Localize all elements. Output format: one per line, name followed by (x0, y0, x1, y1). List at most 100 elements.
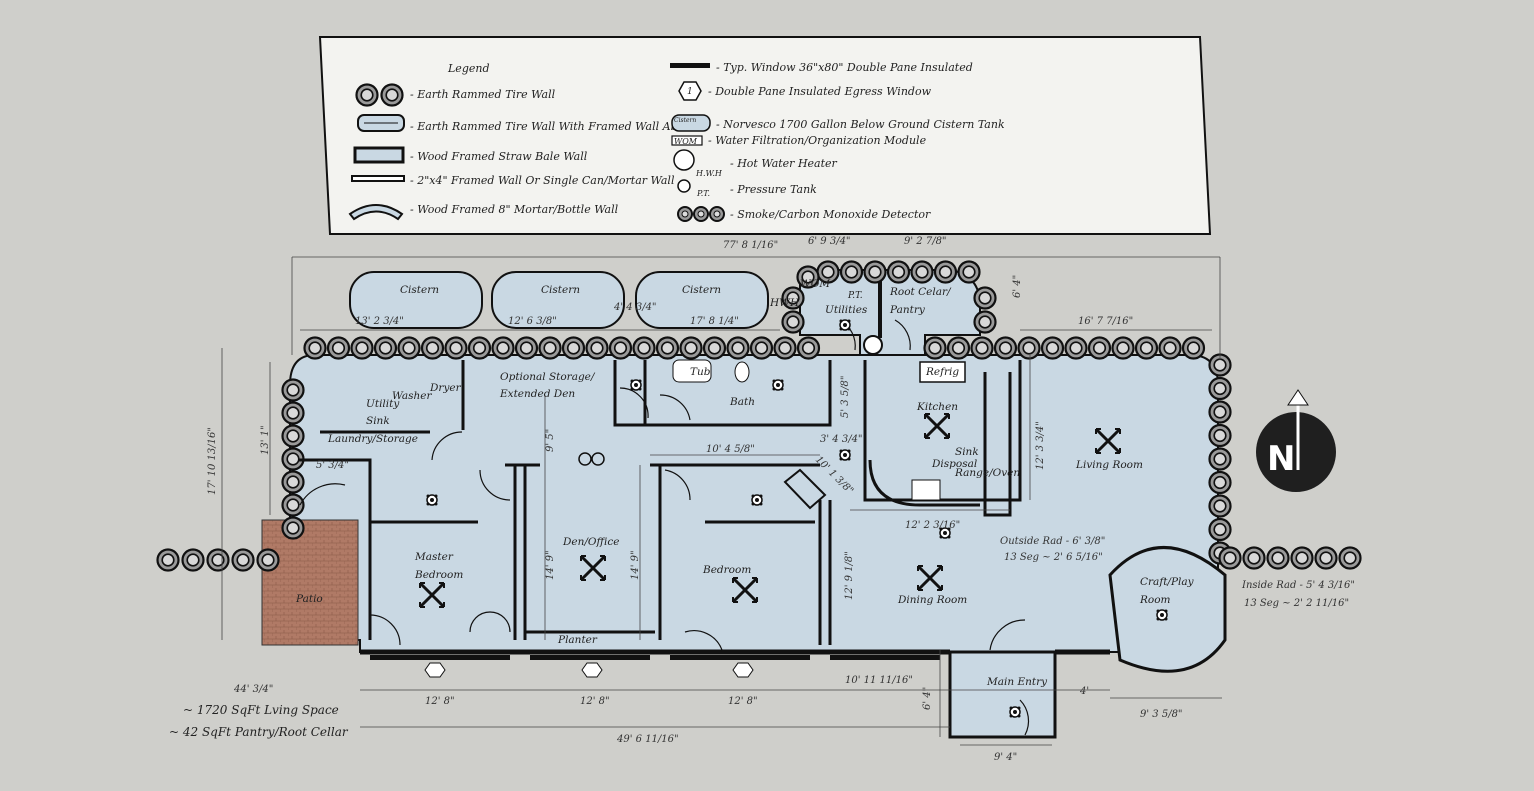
dim-cistern-3: 17' 8 1/4" (690, 316, 739, 327)
dim-inside-radius: Inside Rad - 5' 4 3/16" (1241, 580, 1355, 591)
legend-item-window: - Typ. Window 36"x80" Double Pane Insula… (716, 61, 973, 74)
dining-room-label: Dining Room (897, 594, 967, 606)
dim-utilities-width: 6' 9 3/4" (808, 236, 851, 247)
legend-item-smoke: - Smoke/Carbon Monoxide Detector (730, 208, 931, 221)
cistern-label: Cistern (400, 284, 439, 296)
tire-framed-swatch-icon (357, 114, 405, 132)
tire (933, 260, 958, 284)
dim-pantry-height: 6' 4" (1012, 275, 1023, 298)
legend-panel: Legend - Earth Rammed Tire Wall - Earth … (318, 36, 1212, 235)
dim-entry-offset: 10' 11 11/16" (845, 675, 913, 686)
bottle-wall-swatch-icon (348, 204, 404, 221)
tire (444, 336, 468, 360)
master-bedroom-label: Bedroom (414, 569, 463, 581)
compass-label: N (1267, 439, 1295, 479)
tire (910, 260, 934, 284)
tire (679, 336, 703, 360)
tire (281, 401, 305, 425)
smoke-detector-swatch-icon (677, 206, 725, 222)
legend-item-straw-bale: - Wood Framed Straw Bale Wall (410, 150, 588, 163)
room-labels: WOM HWH P.T. Utilities Root Celar/ Pantr… (295, 278, 1195, 688)
cistern-label: Cistern (682, 284, 721, 296)
tire (608, 336, 633, 360)
straw-bale-swatch-icon (353, 146, 405, 164)
svg-text:1: 1 (687, 87, 693, 97)
tire (181, 548, 205, 572)
dim-craft-width: 9' 3 5/8" (1140, 709, 1183, 720)
tire (231, 548, 255, 572)
hwh-label: HWH (769, 297, 800, 309)
legend-item-wom: - Water Filtration/Organization Module (708, 134, 927, 147)
tire (491, 336, 515, 360)
smoke-detectors (425, 318, 1169, 719)
dim-kitchen-width: 12' 2 3/16" (905, 520, 960, 531)
tire (923, 336, 947, 360)
craft-room-bay (1108, 546, 1227, 673)
living-room-label: Living Room (1075, 459, 1143, 471)
dim-cistern-gap: 4' 4 3/4" (613, 302, 657, 313)
tire (1314, 546, 1338, 570)
dim-patio-width: 44' 3/4" (233, 684, 273, 695)
living-space-note: ~ 1720 SqFt Lving Space (183, 703, 339, 717)
washer-label: Washer (392, 390, 433, 402)
dim-bath-height: 5' 3 5/8" (840, 375, 851, 418)
tire (1181, 336, 1206, 360)
dim-laundry-door: 5' 3/4" (316, 460, 349, 471)
legend-item-hwh: - Hot Water Heater (730, 157, 838, 170)
pt-label: P.T. (847, 291, 863, 301)
dryer-label: Dryer (429, 382, 462, 394)
refrig-label: Refrig (925, 366, 959, 378)
dim-living-width: 16' 7 7/16" (1078, 316, 1133, 327)
tire (281, 470, 305, 494)
tire (839, 260, 864, 284)
dim-master-height: 14' 9" (545, 550, 556, 580)
north-compass-icon: N (1256, 389, 1336, 492)
tire (1208, 470, 1232, 495)
tire (957, 260, 981, 284)
cistern-label: Cistern (541, 284, 580, 296)
dim-entry-width: 9' 4" (994, 752, 1017, 763)
tire (632, 336, 656, 360)
tire (1290, 546, 1314, 570)
patio-label: Patio (295, 593, 323, 605)
tire (993, 336, 1018, 360)
dim-pantry-width: 9' 2 7/8" (904, 236, 947, 247)
tire (326, 336, 351, 360)
dim-hall-width: 10' 4 5/8" (706, 444, 755, 455)
door-swings (299, 319, 1030, 736)
patio-paving (261, 519, 359, 646)
tire (781, 310, 805, 334)
dim-inside-segments: 13 Seg ~ 2' 2 11/16" (1244, 598, 1349, 609)
tire (303, 336, 327, 360)
legend-item-tire-framed: - Earth Rammed Tire Wall With Framed Wal… (410, 120, 697, 133)
kitchen-label: Kitchen (916, 401, 958, 413)
legend-item-cistern: - Norvesco 1700 Gallon Below Ground Cist… (716, 118, 1005, 131)
tire (863, 260, 887, 284)
cistern-tank (349, 271, 483, 329)
egress-window-swatch-icon: 1 (678, 81, 702, 101)
tire (1338, 546, 1362, 570)
bath-label: Bath (729, 396, 755, 408)
legend-item-tire-wall: - Earth Rammed Tire Wall (410, 88, 556, 101)
bedroom-label: Bedroom (702, 564, 751, 576)
pantry-label: Pantry (889, 304, 926, 316)
tire (397, 336, 421, 360)
dim-entry-side: 4' (1079, 686, 1089, 697)
pantry-space-note: ~ 42 SqFt Pantry/Root Cellar (169, 725, 349, 739)
tire (350, 336, 374, 360)
dim-overall-top: 77' 8 1/16" (723, 240, 778, 251)
legend-item-pt: - Pressure Tank (730, 183, 817, 196)
tire (206, 548, 230, 572)
legend-title: Legend (447, 62, 490, 75)
tire (749, 336, 774, 360)
cistern-tank-swatch-icon: Cistern (671, 114, 711, 132)
tire (156, 548, 180, 572)
disposal-label: Disposal (931, 458, 977, 470)
wom-label: WOM (800, 278, 830, 290)
tire (281, 516, 305, 540)
dim-den-height: 14' 9" (630, 550, 641, 580)
dim-module-1: 12' 8" (425, 696, 455, 707)
dim-kitchen-height: 12' 3 3/4" (1035, 421, 1046, 470)
tire (886, 260, 911, 284)
range-label: Range/Oven (954, 467, 1020, 479)
